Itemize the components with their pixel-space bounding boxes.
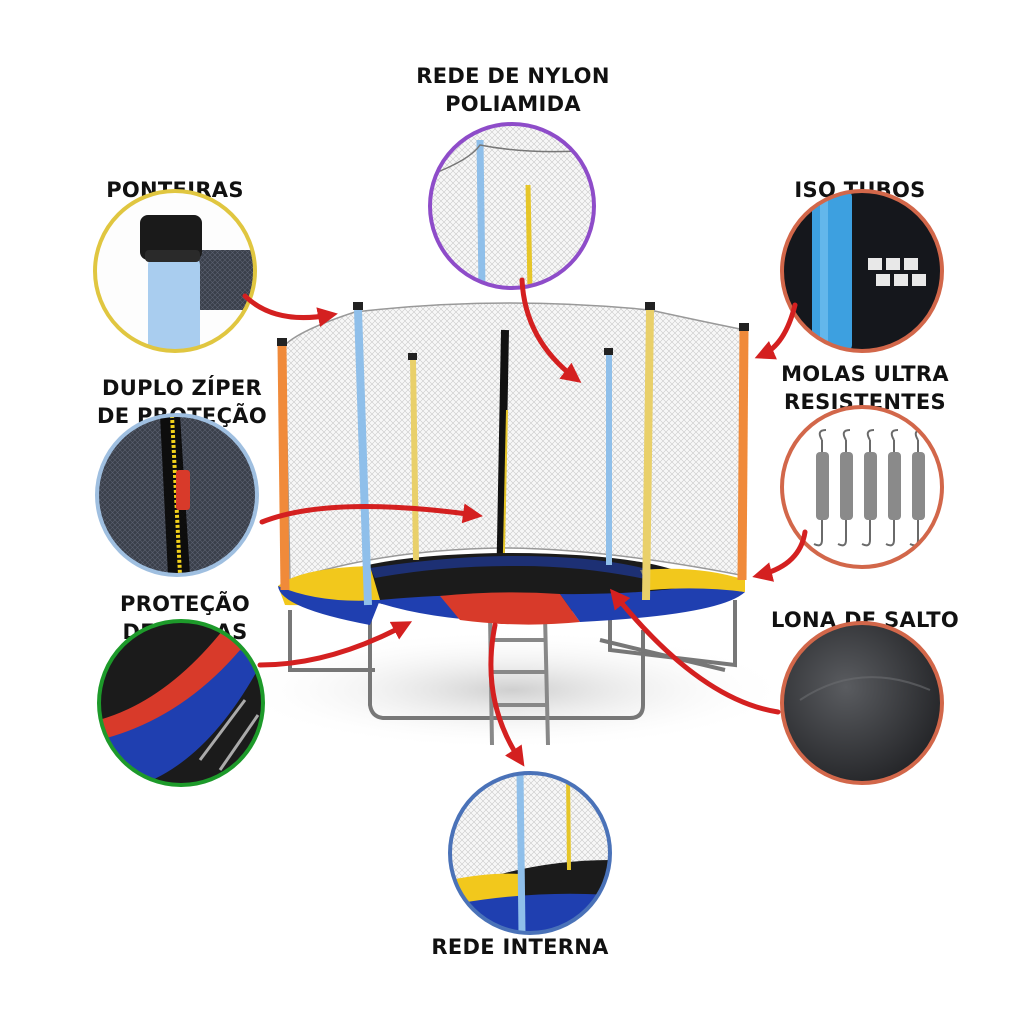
spring-padding: [278, 556, 745, 625]
arrow-ponteiras: [242, 293, 338, 327]
arrow-molas: [752, 529, 808, 582]
circle-molas: [780, 405, 944, 569]
net-zipper: [496, 329, 509, 596]
label-rede-nylon: REDE DE NYLON POLIAMIDA: [408, 62, 618, 118]
circle-protecao-molas: [97, 619, 265, 787]
label-rede-interna: REDE INTERNA: [420, 933, 620, 961]
label-line: POLIAMIDA: [445, 92, 581, 116]
label-line: REDE INTERNA: [431, 935, 609, 959]
ladder: [488, 614, 550, 746]
trampoline-frame: [288, 600, 737, 720]
circle-duplo-ziper: [95, 413, 259, 577]
callout-arrows: [242, 277, 808, 767]
arrow-lona: [609, 588, 781, 715]
ground-shadow: [232, 630, 792, 750]
label-line: DUPLO ZÍPER: [102, 376, 262, 400]
arrow-rede-nylon: [519, 277, 582, 383]
safety-net: [284, 302, 746, 582]
pole: [354, 309, 372, 606]
pole: [410, 359, 419, 561]
circle-rede-nylon: [428, 122, 596, 290]
pole-caps: [277, 302, 749, 360]
circle-rede-interna: [448, 771, 612, 935]
arrow-protecao-molas: [257, 621, 413, 668]
arrow-duplo-ziper: [259, 503, 483, 525]
pole: [642, 309, 654, 601]
circle-ponteiras: [93, 189, 257, 353]
circle-lona: [780, 621, 944, 785]
pole: [277, 344, 290, 591]
circle-iso-tubos: [780, 189, 944, 353]
arrow-iso-tubos: [754, 302, 798, 360]
label-line: REDE DE NYLON: [416, 64, 610, 88]
label-line: MOLAS ULTRA: [781, 362, 949, 386]
enclosure-poles: [277, 309, 749, 606]
label-line: PROTEÇÃO: [120, 592, 250, 616]
pole: [737, 329, 749, 581]
arrow-rede-interna: [488, 622, 525, 767]
